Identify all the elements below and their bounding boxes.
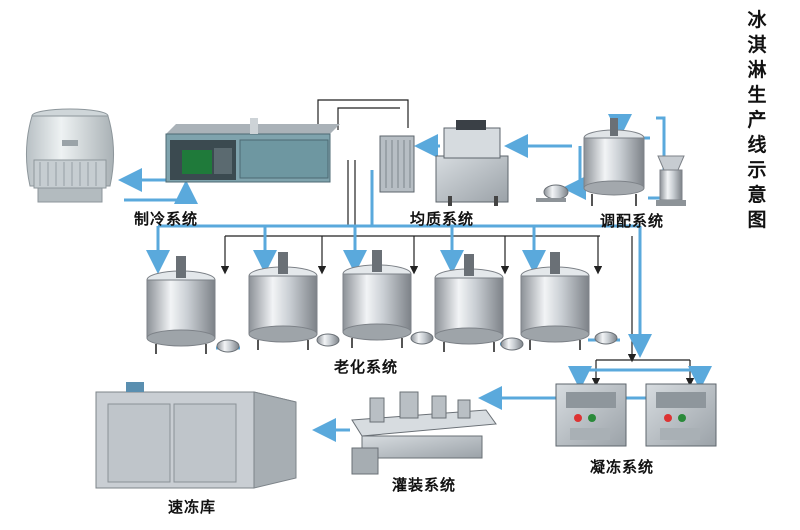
homogenizer-icon (435, 120, 509, 206)
mixing-tank-icon (583, 118, 645, 206)
pump-icon (410, 331, 434, 345)
plate-exchanger-icon (379, 135, 415, 193)
pump-icon (536, 184, 569, 202)
label-filling: 灌装系统 (392, 476, 457, 494)
label-homogenizing: 均质系统 (410, 210, 475, 228)
cooling-tower-icon (25, 108, 115, 203)
aging-tank-icon (342, 250, 412, 348)
chiller-unit-icon (165, 118, 340, 183)
label-refrigeration: 制冷系统 (134, 210, 199, 228)
label-blending: 调配系统 (600, 212, 665, 230)
cold-room-icon (95, 382, 297, 489)
aging-tank-icon (434, 254, 504, 352)
label-aging: 老化系统 (334, 358, 399, 376)
label-freezing: 凝冻系统 (590, 458, 655, 476)
aging-tank-row (146, 250, 618, 354)
aging-tank-icon (248, 252, 318, 350)
aging-tank-icon (520, 252, 590, 350)
pump-icon (594, 331, 618, 345)
pump-icon (216, 339, 240, 353)
filling-machine-icon (351, 391, 497, 475)
diagram-title: 冰淇淋生产线示意图 (747, 9, 767, 231)
colloid-mill-icon (656, 155, 686, 206)
pump-icon (500, 337, 524, 351)
label-quick-freeze-storage: 速冻库 (168, 498, 217, 516)
pump-icon (316, 333, 340, 347)
freezer-machine-icon (645, 383, 717, 447)
aging-tank-icon (146, 256, 216, 354)
freezer-machine-icon (555, 383, 627, 447)
